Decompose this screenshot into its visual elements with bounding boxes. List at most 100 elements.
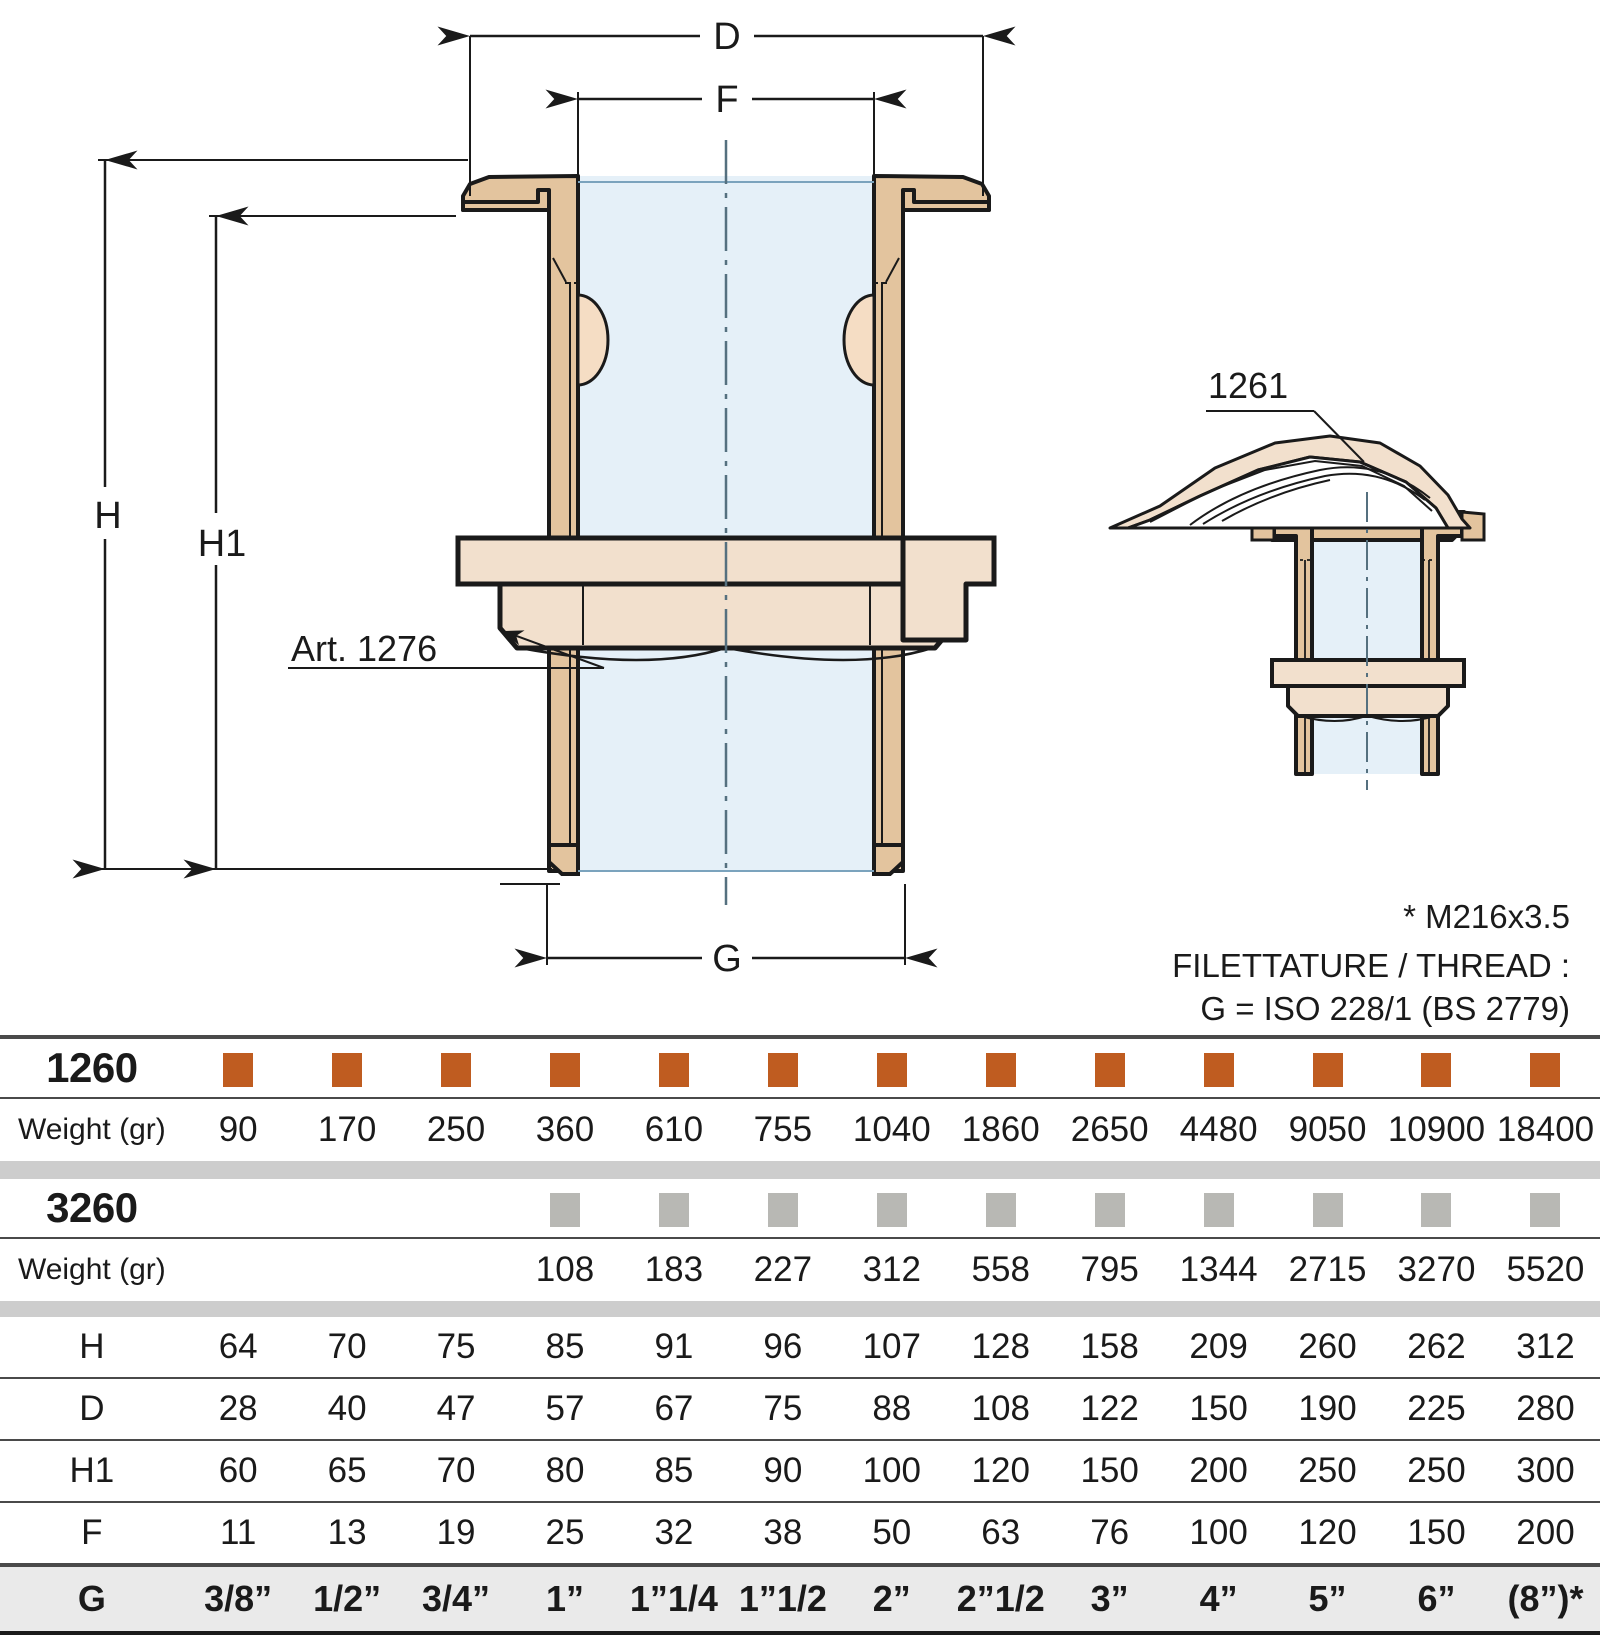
tube-bottom	[547, 181, 905, 876]
weight-3260-2	[401, 1237, 511, 1301]
H1-12: 300	[1490, 1439, 1600, 1502]
marker-swatch-orange	[1094, 1052, 1125, 1087]
marker-cell-3260-0	[184, 1179, 293, 1238]
H1-1: 65	[292, 1439, 402, 1502]
table-spacer-band-2	[0, 1301, 1600, 1317]
dimension-label-H1: H1	[198, 523, 247, 565]
marker-cell-1260-8	[1055, 1035, 1165, 1098]
marker-swatch-orange	[767, 1052, 798, 1087]
marker-swatch-orange	[985, 1052, 1016, 1087]
technical-drawing: D F H H1 G Art. 1276	[72, 14, 1570, 1027]
marker-swatch-gray	[1094, 1192, 1125, 1227]
H1-0: 60	[183, 1439, 293, 1502]
H-4: 91	[654, 1327, 694, 1366]
weight-1260-3: 360	[510, 1097, 620, 1161]
marker-cell-1260-5	[728, 1035, 838, 1098]
H1-7: 120	[946, 1439, 1056, 1502]
marker-swatch-orange	[876, 1052, 907, 1087]
table-row-G: G 3/8” 1/2” 3/4” 1” 1”1/4 1”1/2 2” 2”1/2…	[0, 1563, 1600, 1633]
weight-1260-4: 610	[619, 1097, 729, 1161]
spacer-cell	[0, 1161, 1600, 1179]
row-label-3260: 3260	[46, 1184, 138, 1231]
row-label-G: G	[0, 1563, 184, 1633]
weight-1260-6: 1040	[837, 1097, 947, 1161]
table-row-1260-weight: Weight (gr) 90 170 250 360 610 755 1040 …	[0, 1097, 1600, 1161]
marker-cell-3260-10	[1273, 1179, 1382, 1238]
F-8: 76	[1055, 1501, 1165, 1565]
marker-cell-1260-11	[1382, 1035, 1491, 1098]
marker-cell-1260-4	[619, 1035, 729, 1098]
weight-3260-4: 183	[619, 1237, 729, 1301]
marker-cell-3260-12	[1491, 1179, 1600, 1238]
F-6: 50	[837, 1501, 947, 1565]
table-row-H1: H1 60 65 70 80 85 90 100 120 150 200 250…	[0, 1439, 1600, 1502]
F-10: 120	[1273, 1501, 1383, 1565]
spacer-cell	[0, 1301, 1600, 1317]
dimension-label-G: G	[712, 938, 742, 980]
F-7: 63	[946, 1501, 1056, 1565]
table-row-H: H 64 70 75 85 91 96 107 128 158 209 260 …	[0, 1317, 1600, 1378]
D-7: 108	[946, 1377, 1056, 1440]
F-4: 32	[619, 1501, 729, 1565]
table-row-3260-weight: Weight (gr) 108 183 227 312 558 795 1344…	[0, 1237, 1600, 1301]
table-row-3260-markers: 3260	[0, 1179, 1600, 1238]
dimension-label-H: H	[94, 495, 121, 537]
specification-table: 1260 Weight (gr) 90 170 250 360 610 755 …	[0, 1035, 1600, 1635]
marker-cell-1260-7	[946, 1035, 1056, 1098]
marker-cell-3260-9	[1164, 1179, 1273, 1238]
marker-swatch-gray	[1312, 1192, 1343, 1227]
G-11: 6”	[1382, 1563, 1491, 1633]
drawing-svg: D F H H1 G Art. 1276	[72, 14, 1570, 1027]
F-3: 25	[510, 1501, 620, 1565]
marker-swatch-gray	[1530, 1192, 1561, 1227]
marker-cell-3260-3	[511, 1179, 620, 1238]
row-label-1260: 1260	[0, 1035, 184, 1098]
G-8: 3”	[1055, 1563, 1165, 1633]
marker-swatch-gray	[658, 1192, 689, 1227]
weight-3260-11: 3270	[1382, 1237, 1491, 1301]
G-1: 1/2”	[292, 1563, 402, 1633]
spec-table-element: 1260 Weight (gr) 90 170 250 360 610 755 …	[0, 1035, 1600, 1635]
H1-11: 250	[1382, 1439, 1491, 1502]
G-4: 1”1/4	[619, 1563, 729, 1633]
weight-3260-3: 108	[510, 1237, 620, 1301]
dimension-H1: H1	[183, 206, 456, 879]
notes-block: * M216x3.5 FILETTATURE / THREAD : G = IS…	[1172, 898, 1570, 1027]
F-2: 19	[401, 1501, 511, 1565]
weight-3260-10: 2715	[1273, 1237, 1383, 1301]
marker-cell-1260-0	[183, 1035, 293, 1098]
D-3: 57	[510, 1377, 620, 1440]
marker-swatch-gray	[767, 1192, 798, 1227]
D-5: 75	[728, 1377, 838, 1440]
G-7: 2”1/2	[946, 1563, 1056, 1633]
weight-1260-9: 4480	[1164, 1097, 1274, 1161]
marker-cell-3260-7	[946, 1179, 1055, 1238]
D-1: 40	[292, 1377, 402, 1440]
marker-cell-3260-8	[1055, 1179, 1164, 1238]
H1-3: 80	[510, 1439, 620, 1502]
dimension-H: H	[72, 150, 552, 879]
callout-label-1261: 1261	[1208, 365, 1288, 406]
marker-cell-3260-2	[402, 1179, 511, 1238]
dimension-label-F: F	[715, 79, 738, 121]
marker-swatch-gray	[985, 1192, 1016, 1227]
marker-cell-1260-3	[510, 1035, 620, 1098]
H-7: 128	[971, 1327, 1030, 1366]
weight-1260-12: 18400	[1490, 1097, 1600, 1161]
H-3: 85	[545, 1327, 585, 1366]
marker-swatch-orange	[441, 1052, 472, 1087]
D-12: 280	[1490, 1377, 1600, 1440]
marker-swatch-gray	[549, 1192, 580, 1227]
H-11: 262	[1407, 1327, 1466, 1366]
marker-swatch-orange	[223, 1052, 254, 1087]
marker-swatch-gray	[1203, 1192, 1234, 1227]
row-label-F: F	[0, 1501, 184, 1565]
row-label-weight-1260: Weight (gr)	[0, 1097, 184, 1161]
H1-5: 90	[728, 1439, 838, 1502]
marker-cell-1260-6	[837, 1035, 947, 1098]
marker-swatch-orange	[658, 1052, 689, 1087]
marker-cell-3260-11	[1382, 1179, 1491, 1238]
marker-swatch-orange	[549, 1052, 580, 1087]
D-9: 150	[1164, 1377, 1274, 1440]
weight-1260-5: 755	[728, 1097, 838, 1161]
